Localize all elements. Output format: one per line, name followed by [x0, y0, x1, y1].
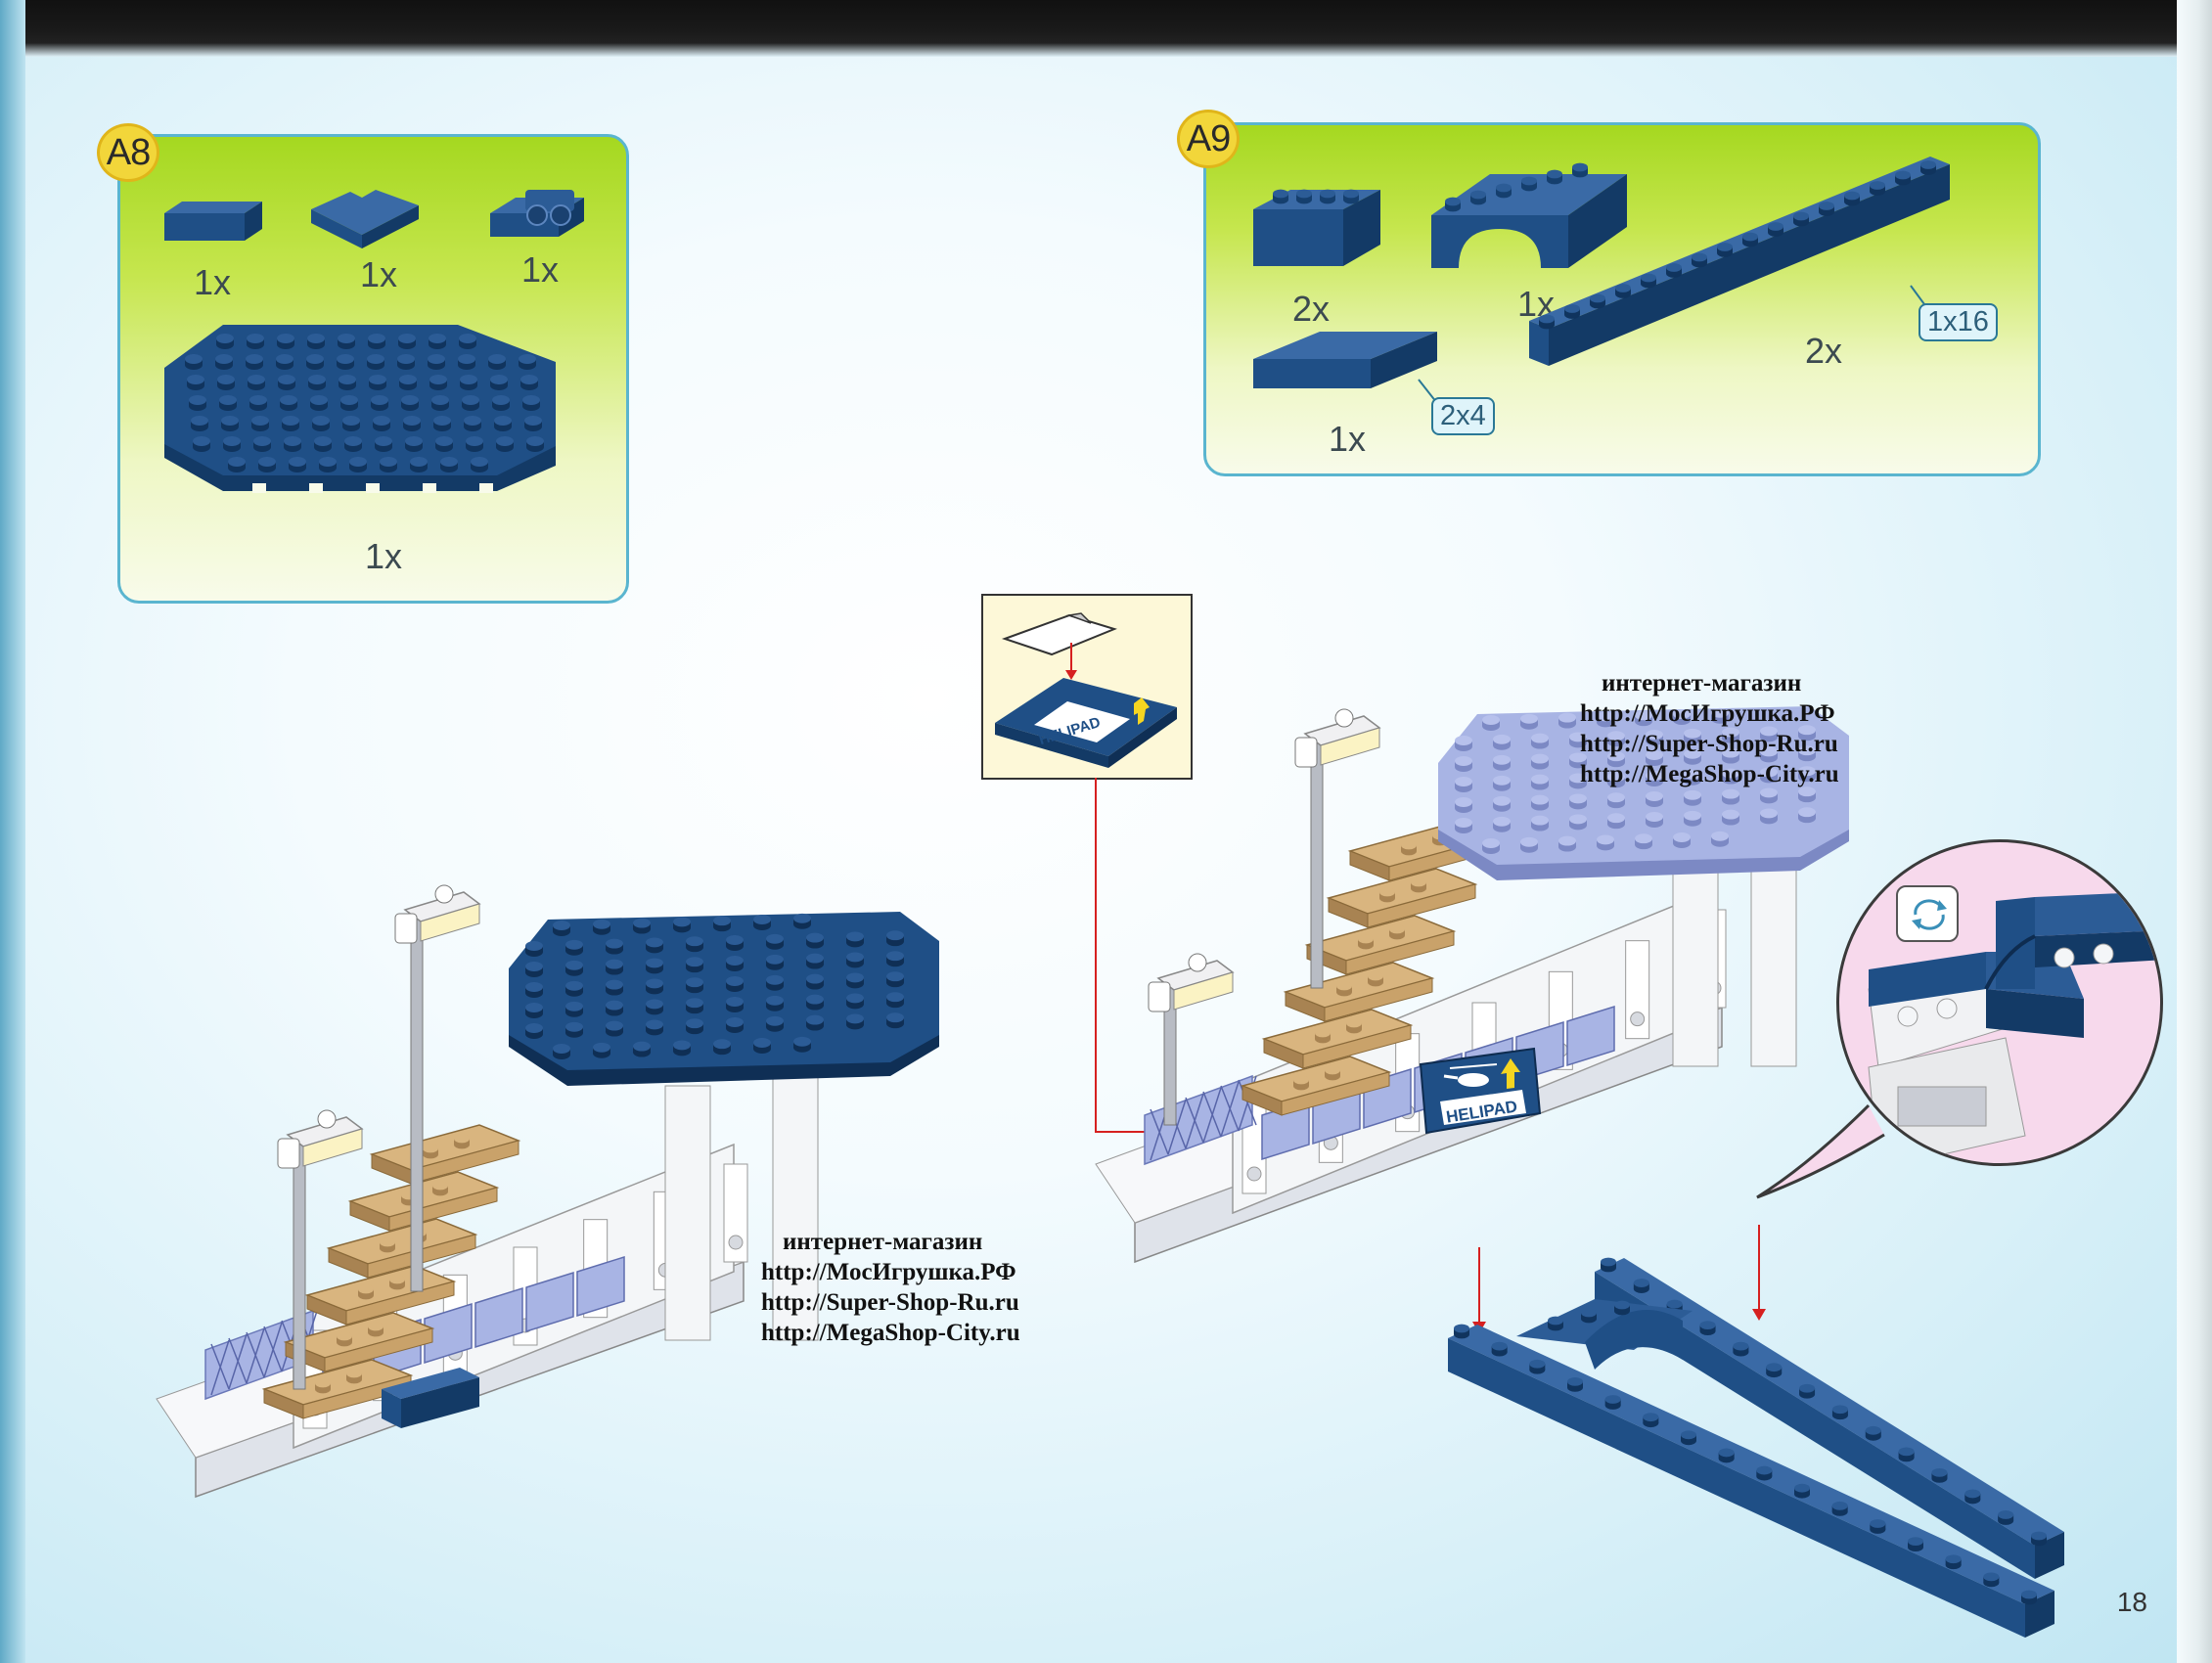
part-octagon-plate: [164, 325, 556, 493]
scan-left-edge: [0, 0, 25, 1663]
sticker-sheet: [1001, 612, 1117, 656]
a9-qty-4: 2x: [1805, 331, 1843, 371]
part-tile-2x4: [1253, 332, 1437, 388]
assembly-arrow-right: [1752, 1225, 1766, 1321]
watermark-line: http://МосИгрушка.РФ: [1580, 700, 1835, 727]
sticker-apply-arrow: [1065, 643, 1077, 680]
watermark-line: интернет-магазин: [1602, 670, 1802, 697]
step-a8-badge: A8: [97, 123, 159, 182]
watermark-shop-links: интернет-магазин http://МосИгрушка.РФ ht…: [1580, 668, 1839, 789]
size-label-1x16: 1x16: [1919, 303, 1998, 341]
helicopter-icon: [1443, 1063, 1498, 1087]
a8-qty-2: 1x: [360, 254, 398, 294]
watermark-line: http://Super-Shop-Ru.ru: [761, 1289, 1019, 1316]
a8-qty-4: 1x: [365, 536, 403, 576]
page-number: 18: [2116, 1587, 2147, 1617]
sticker-callout: HELIPAD: [981, 594, 1193, 780]
watermark-line: интернет-магазин: [783, 1229, 983, 1255]
model-step-a9: [1095, 706, 1849, 1264]
a8-qty-1: 1x: [194, 262, 232, 302]
zoom-detail-bricks: [1868, 891, 2160, 1163]
part-corner-plate: [311, 190, 419, 248]
watermark-shop-links: интернет-магазин http://МосИгрушка.РФ ht…: [761, 1227, 1020, 1348]
step-a9-parts-panel: 2x 1x 1x 2x4 2x 1x16 A9: [1177, 110, 2041, 476]
part-brick-1x4: [1253, 189, 1380, 266]
up-arrow-icon: [1501, 1058, 1520, 1089]
helipad-sign: HELIPAD: [1419, 1047, 1548, 1141]
size-label-2x4: 2x4: [1431, 397, 1495, 435]
a9-qty-3: 1x: [1329, 419, 1367, 459]
frame-assembly-parts: [1448, 1257, 2064, 1638]
zoom-bubble-tail: [1756, 1103, 1885, 1199]
helipad-tile-preview: [995, 678, 1177, 768]
scan-right-edge: [2177, 0, 2212, 1663]
step-a8-parts-panel: 1x 1x 1x 1x A8: [97, 123, 629, 604]
watermark-line: http://МосИгрушка.РФ: [761, 1259, 1016, 1285]
part-flat-brick: [164, 202, 262, 241]
step-a9-badge: A9: [1177, 110, 1240, 168]
scan-top-edge: [0, 0, 2212, 57]
rotate-icon: [1896, 885, 1959, 942]
model-step-a8: [156, 884, 939, 1499]
watermark-line: http://Super-Shop-Ru.ru: [1580, 731, 1838, 757]
part-arch-brick: [1431, 162, 1627, 268]
helipad-sign-plate: [1419, 1047, 1542, 1135]
rotate-icon-glyph: [1912, 899, 1947, 930]
a8-qty-3: 1x: [521, 249, 560, 290]
a9-qty-1: 2x: [1292, 289, 1331, 329]
part-clip-plate: [490, 190, 584, 237]
part-brick-1x16: [1529, 157, 1950, 366]
watermark-line: http://MegaShop-City.ru: [761, 1320, 1020, 1346]
detail-zoom-bubble: [1836, 839, 2163, 1166]
watermark-line: http://MegaShop-City.ru: [1580, 761, 1839, 787]
